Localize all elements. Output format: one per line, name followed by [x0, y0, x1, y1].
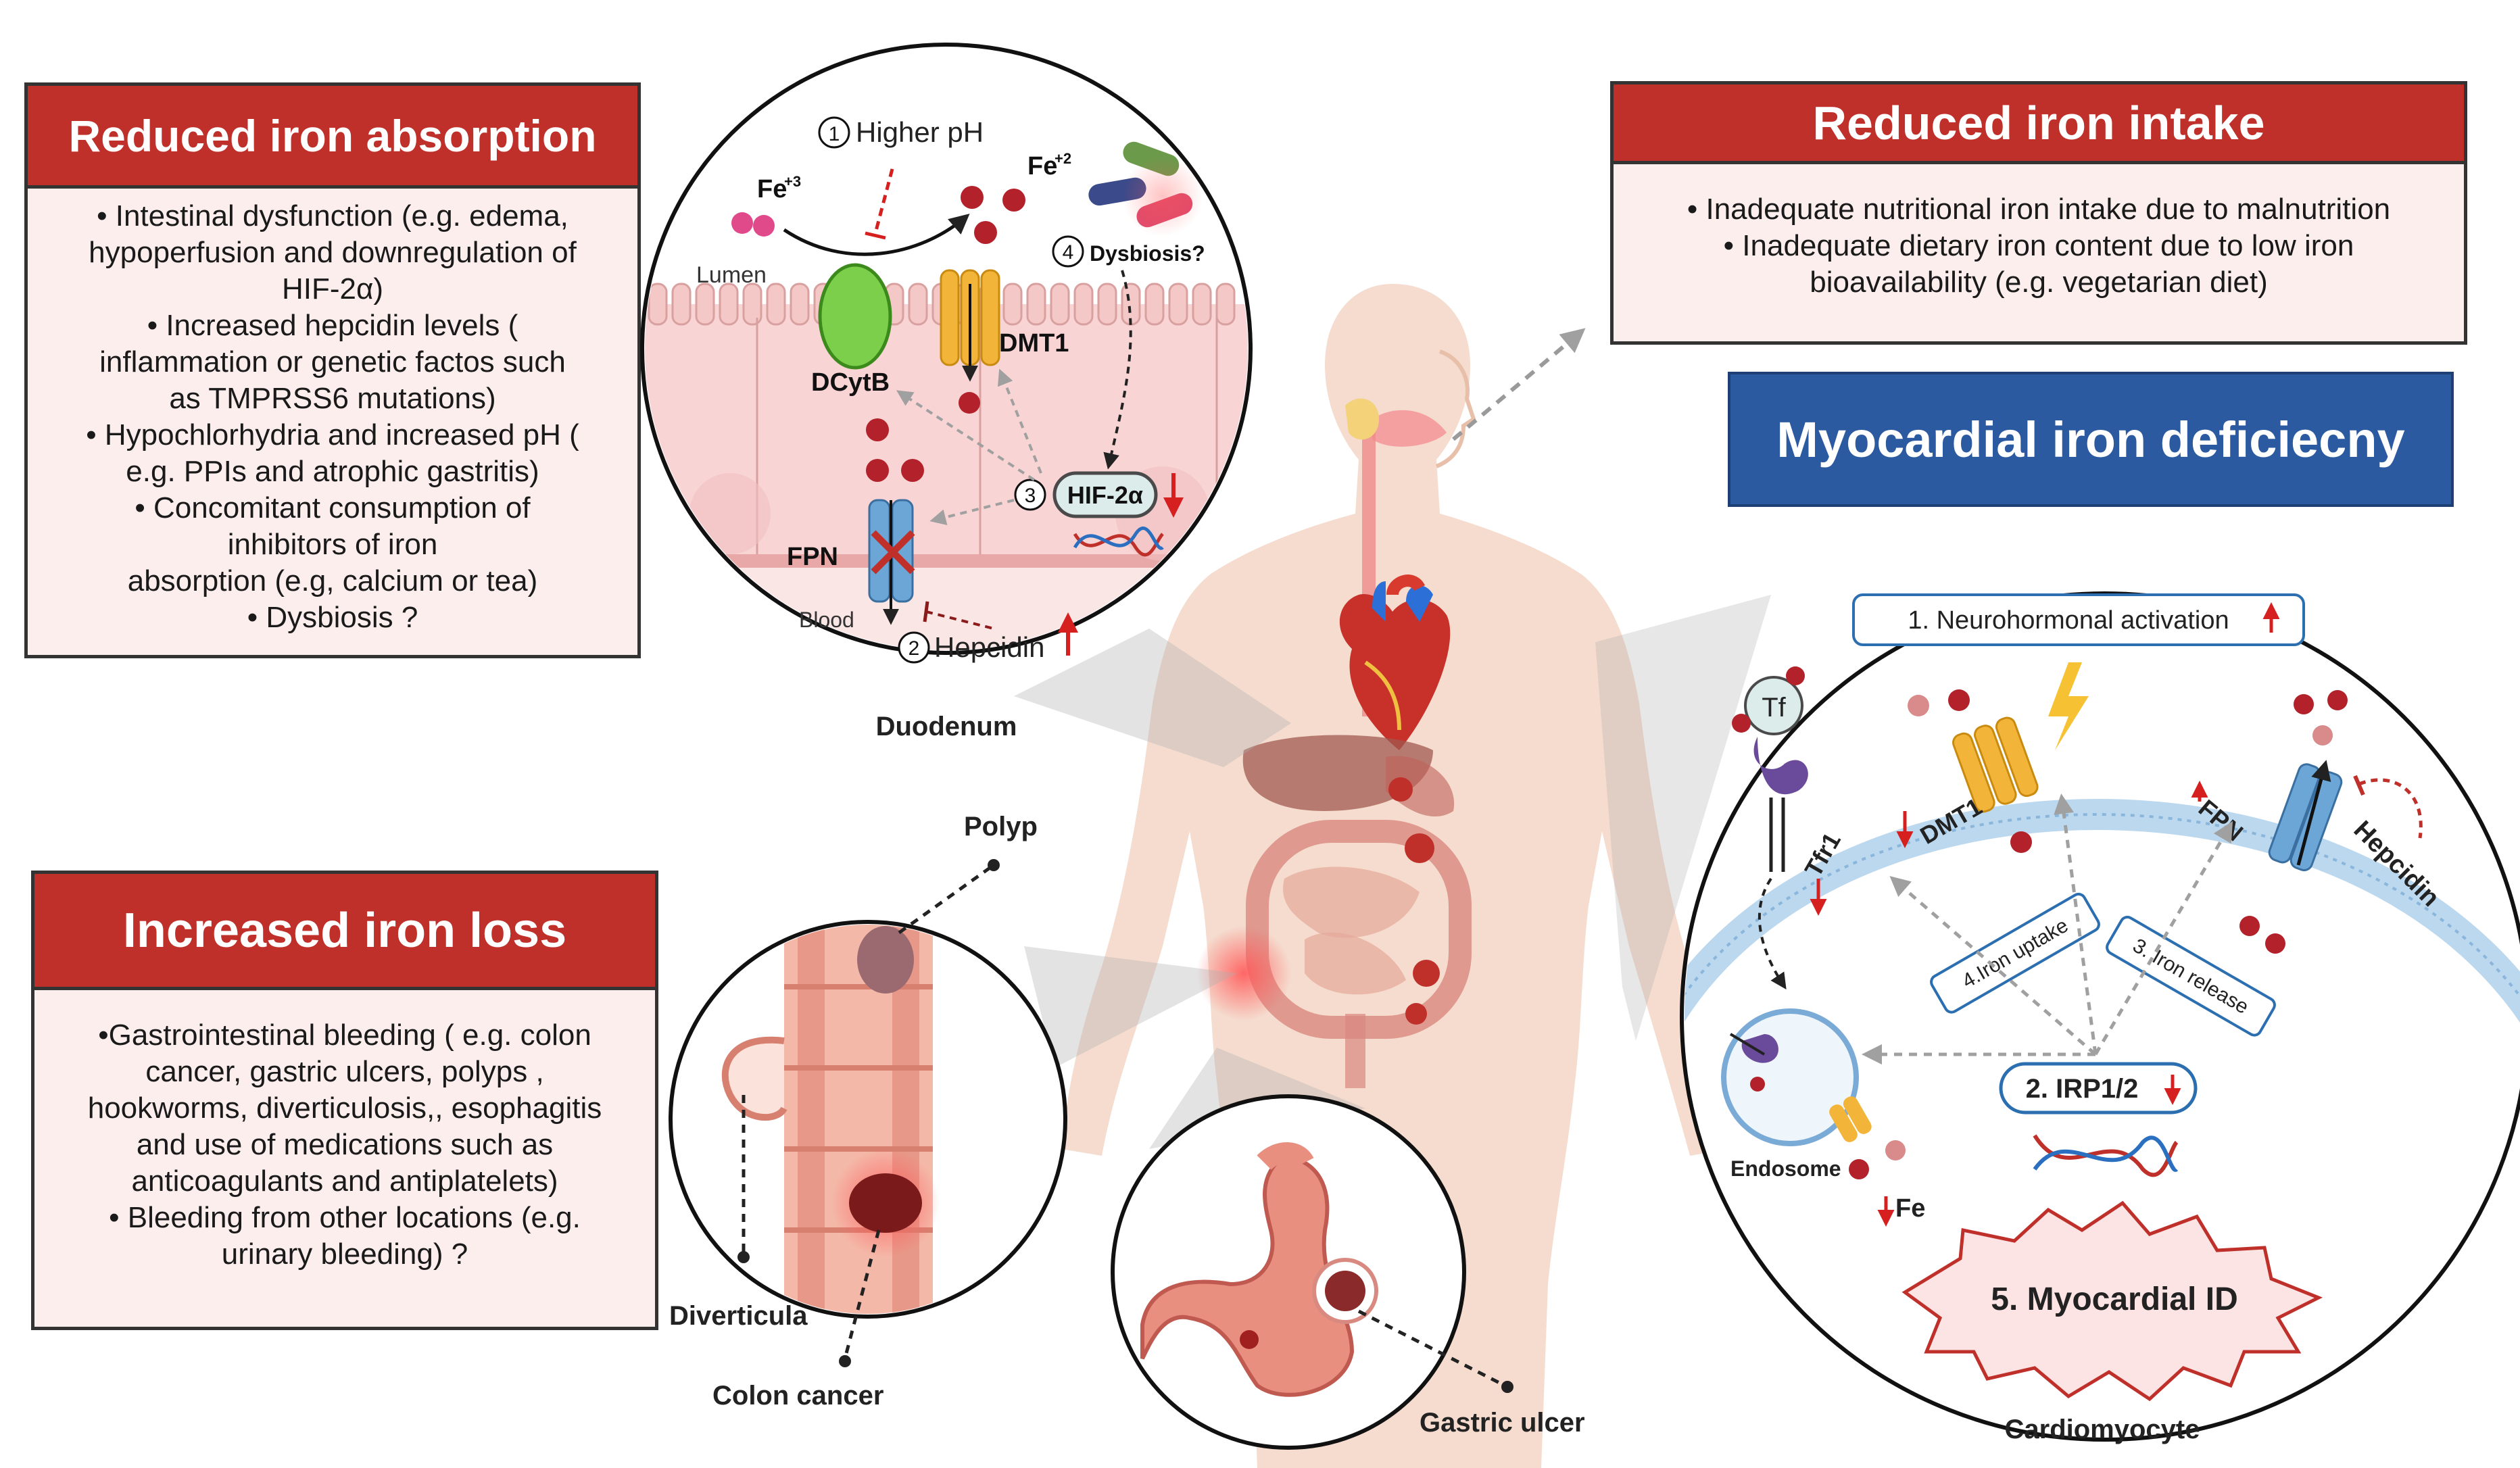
lightning-icon [2048, 662, 2089, 750]
dcytb-icon [818, 263, 892, 370]
step-4-badge [1052, 235, 1084, 268]
neurohormonal-badge [1852, 593, 2305, 646]
cardio-dmt1-icon [1952, 716, 2039, 813]
dcytb-label: DCytB [811, 368, 890, 397]
reduced-absorption-title: Reduced iron absorption [28, 86, 637, 189]
higher-ph-label: Higher pH [856, 116, 984, 148]
endosome-label: Endosome [1730, 1156, 1841, 1181]
step-2-number: 2 [908, 637, 920, 660]
increased-loss-text: •Gastrointestinal bleeding ( e.g. colon … [34, 990, 655, 1281]
absorption-line: • Increased hepcidin levels ( [147, 309, 518, 342]
loss-line: hookworms, diverticulosis,, esophagitis [87, 1092, 602, 1125]
low-fe-label: Fe [1895, 1194, 1925, 1223]
lumen-label: Lumen [696, 262, 767, 288]
fpn-label: FPN [787, 543, 838, 571]
bacteria-icon [1088, 141, 1203, 237]
duodenum-caption: Duodenum [876, 712, 1017, 741]
loss-line: cancer, gastric ulcers, polyps , [145, 1055, 544, 1088]
hif-label: HIF-2α [1067, 481, 1143, 509]
myocardial-id-label: 5. Myocardial ID [1991, 1281, 2237, 1317]
cardio-fpn-icon [2268, 760, 2343, 872]
step-4-number: 4 [1063, 241, 1074, 264]
transferrin-icon [1744, 676, 1803, 735]
tfr1-receptor-icon [1753, 737, 1808, 795]
reduced-intake-title: Reduced iron intake [1614, 84, 2464, 164]
intake-arrow [1452, 328, 1586, 441]
increased-loss-title: Increased iron loss [34, 874, 655, 990]
loss-line: • Bleeding from other locations (e.g. [109, 1201, 581, 1234]
absorption-line: • Hypochlorhydria and increased pH ( [86, 418, 579, 451]
loss-line: urinary bleeding) ? [221, 1238, 468, 1271]
absorption-line: HIF-2α) [281, 272, 384, 305]
fpn-transporter-icon [868, 499, 915, 625]
intake-line: • Inadequate dietary iron content due to… [1723, 229, 2354, 262]
step-3-number: 3 [1025, 485, 1036, 507]
reduced-absorption-text: • Intestinal dysfunction (e.g. edema, hy… [28, 189, 637, 644]
abdominal-organs [1196, 735, 1472, 1088]
dysbiosis-label: Dysbiosis? [1090, 241, 1205, 266]
fe2-superscript: +2 [1055, 150, 1071, 167]
reduced-intake-box: Reduced iron intake • Inadequate nutriti… [1610, 81, 2467, 345]
myocardial-id-burst [1901, 1200, 2323, 1402]
absorption-line: hypoperfusion and downregulation of [89, 236, 577, 269]
absorption-line: absorption (e.g, calcium or tea) [127, 564, 538, 597]
hepcidin-label: Hepcidin [934, 631, 1044, 663]
fe2-label: Fe [1027, 152, 1057, 180]
fe3-superscript: +3 [784, 173, 801, 190]
cardiomyocyte-caption: Cardiomyocyte [2005, 1415, 2200, 1444]
blood-label: Blood [799, 608, 854, 632]
colon-cancer-label: Colon cancer [712, 1381, 883, 1411]
intake-line: bioavailability (e.g. vegetarian diet) [1810, 266, 2268, 299]
reduction-arrow [783, 214, 970, 256]
polyp-label: Polyp [964, 812, 1038, 841]
heart [1339, 574, 1451, 750]
cardiomyocyte-panel: 1. Neurohormonal activation Tf Tfr1 DMT1 [1680, 591, 2520, 1444]
polyp-lesion [857, 926, 914, 994]
step-1-number: 1 [829, 123, 840, 145]
loss-line: anticoagulants and antiplatelets) [131, 1165, 558, 1198]
absorption-line: • Intestinal dysfunction (e.g. edema, [97, 199, 568, 233]
increased-loss-box: Increased iron loss •Gastrointestinal bl… [31, 871, 658, 1330]
myocardial-deficiency-title: Myocardial iron deficiecny [1728, 372, 2454, 507]
absorption-line: as TMPRSS6 mutations) [169, 382, 496, 415]
human-body [1061, 284, 1730, 1468]
hif-badge [1052, 471, 1158, 518]
step-3-badge [1014, 479, 1046, 511]
colon-cancer-lesion [849, 1173, 922, 1233]
colon-projection [1024, 946, 1237, 1068]
absorption-line: • Concomitant consumption of [135, 491, 531, 524]
neurohormonal-label: 1. Neurohormonal activation [1908, 606, 2229, 635]
heart-projection [1595, 595, 1771, 1041]
step-1-badge [818, 116, 850, 149]
loss-line: •Gastrointestinal bleeding ( e.g. colon [98, 1019, 591, 1052]
dmt1-transporter-icon [940, 269, 1000, 382]
intake-line: • Inadequate nutritional iron intake due… [1687, 193, 2391, 226]
loss-line: and use of medications such as [136, 1128, 554, 1161]
colon-panel: Polyp Diverticula Colon cancer [669, 812, 1067, 1411]
fe3-label: Fe [757, 175, 787, 203]
irp-badge [1999, 1062, 2198, 1115]
absorption-line: inhibitors of iron [227, 528, 438, 561]
irp-label: 2. IRP1/2 [2026, 1074, 2139, 1104]
stomach-panel: Gastric ulcer [1111, 1094, 1585, 1450]
reduced-intake-text: • Inadequate nutritional iron intake due… [1614, 164, 2464, 309]
dmt1-label: DMT1 [999, 329, 1069, 358]
tf-label: Tf [1762, 693, 1786, 723]
gastric-ulcer-label: Gastric ulcer [1420, 1408, 1585, 1438]
ph-inhibition [873, 168, 894, 234]
reduced-absorption-box: Reduced iron absorption • Intestinal dys… [24, 82, 641, 658]
absorption-line: • Dysbiosis ? [247, 601, 418, 634]
absorption-line: inflammation or genetic factos such [99, 345, 566, 378]
absorption-line: e.g. PPIs and atrophic gastritis) [126, 455, 539, 488]
step-2-badge [898, 631, 930, 664]
diverticula-label: Diverticula [669, 1301, 808, 1331]
duodenum-projection [1014, 629, 1291, 767]
